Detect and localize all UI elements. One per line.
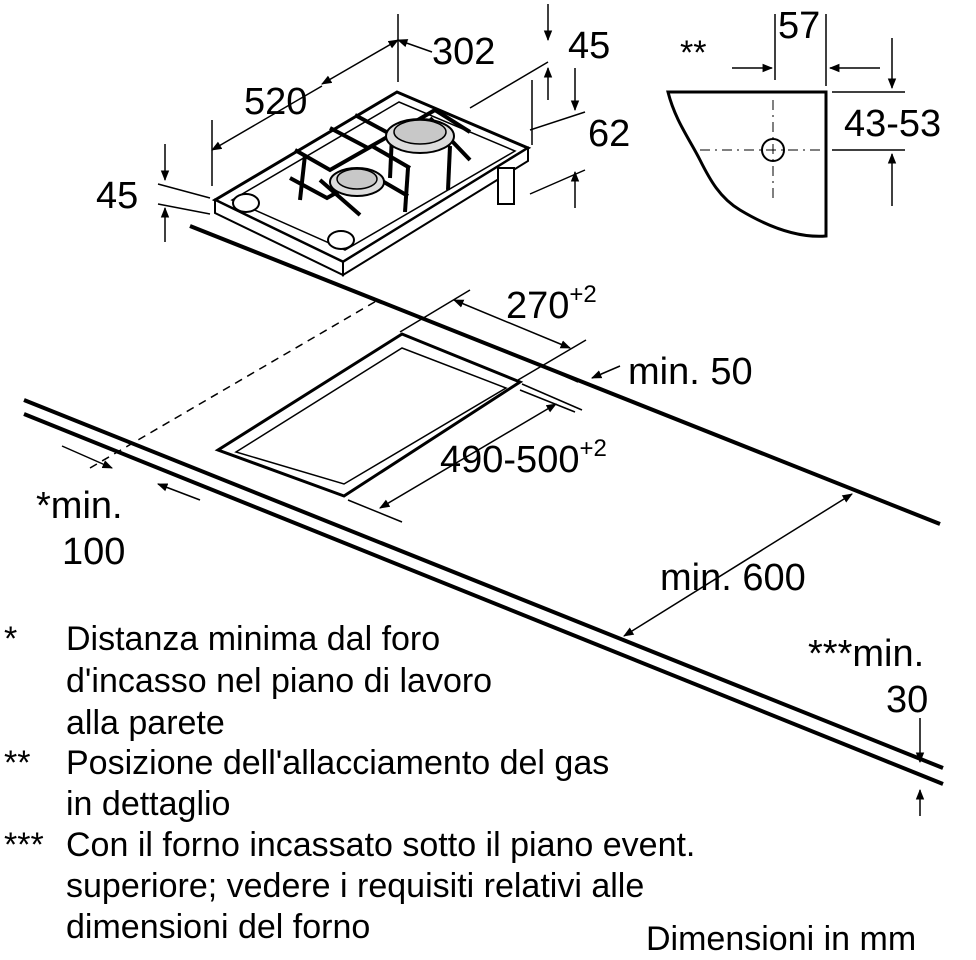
knob-left — [232, 193, 260, 213]
dim-min-50: min. 50 — [628, 351, 753, 393]
dim-min-30-line1: ***min. — [808, 633, 924, 675]
dim-45-top: 45 — [568, 25, 610, 67]
note-3-line-2: superiore; vedere i requisiti relativi a… — [66, 867, 644, 905]
note-1-line-3: alla parete — [66, 704, 225, 742]
note-2-line-2: in dettaglio — [66, 785, 230, 823]
dim-43-53: 43-53 — [844, 103, 941, 145]
burner-small-cap — [336, 168, 378, 190]
hob-illustration — [211, 90, 532, 277]
dim-min-600: min. 600 — [660, 557, 806, 599]
dim-490-500: 490-500+2 — [440, 435, 607, 481]
dim-min-30-line2: 30 — [886, 679, 928, 721]
worktop-cutout-inner — [234, 347, 508, 485]
worktop-dimension-lines — [61, 289, 925, 816]
dim-45-left: 45 — [96, 175, 138, 217]
burner-large-cap — [393, 119, 447, 145]
note-2-marker: ** — [4, 744, 30, 782]
gas-detail — [666, 14, 905, 238]
note-3-line-1: Con il forno incassato sotto il piano ev… — [66, 826, 695, 864]
dim-302: 302 — [432, 31, 495, 73]
hob-dimension-lines — [157, 4, 586, 242]
notes-legend: * Distanza minima dal foro d'incasso nel… — [4, 620, 695, 946]
dim-62: 62 — [588, 113, 630, 155]
note-2-line-1: Posizione dell'allacciamento del gas — [66, 744, 609, 782]
worktop-cutout — [214, 332, 524, 498]
knob-right — [327, 230, 355, 250]
dim-min-100-line1: *min. — [36, 485, 123, 527]
hob-side-edge — [342, 146, 529, 277]
note-1-line-1: Distanza minima dal foro — [66, 620, 440, 658]
worktop — [23, 224, 944, 786]
dim-57: 57 — [778, 5, 820, 47]
note-3-marker: *** — [4, 826, 44, 864]
dim-min-100-line2: 100 — [62, 531, 125, 573]
dim-270: 270+2 — [506, 281, 597, 327]
note-3-line-3: dimensioni del forno — [66, 908, 370, 946]
gas-detail-profile — [666, 90, 828, 238]
dim-520: 520 — [244, 81, 307, 123]
gas-detail-marker: ** — [680, 34, 706, 72]
gas-connector — [497, 167, 515, 205]
note-1-line-2: d'incasso nel piano di lavoro — [66, 662, 492, 700]
note-1-marker: * — [4, 620, 17, 658]
units-label: Dimensioni in mm — [646, 920, 916, 958]
